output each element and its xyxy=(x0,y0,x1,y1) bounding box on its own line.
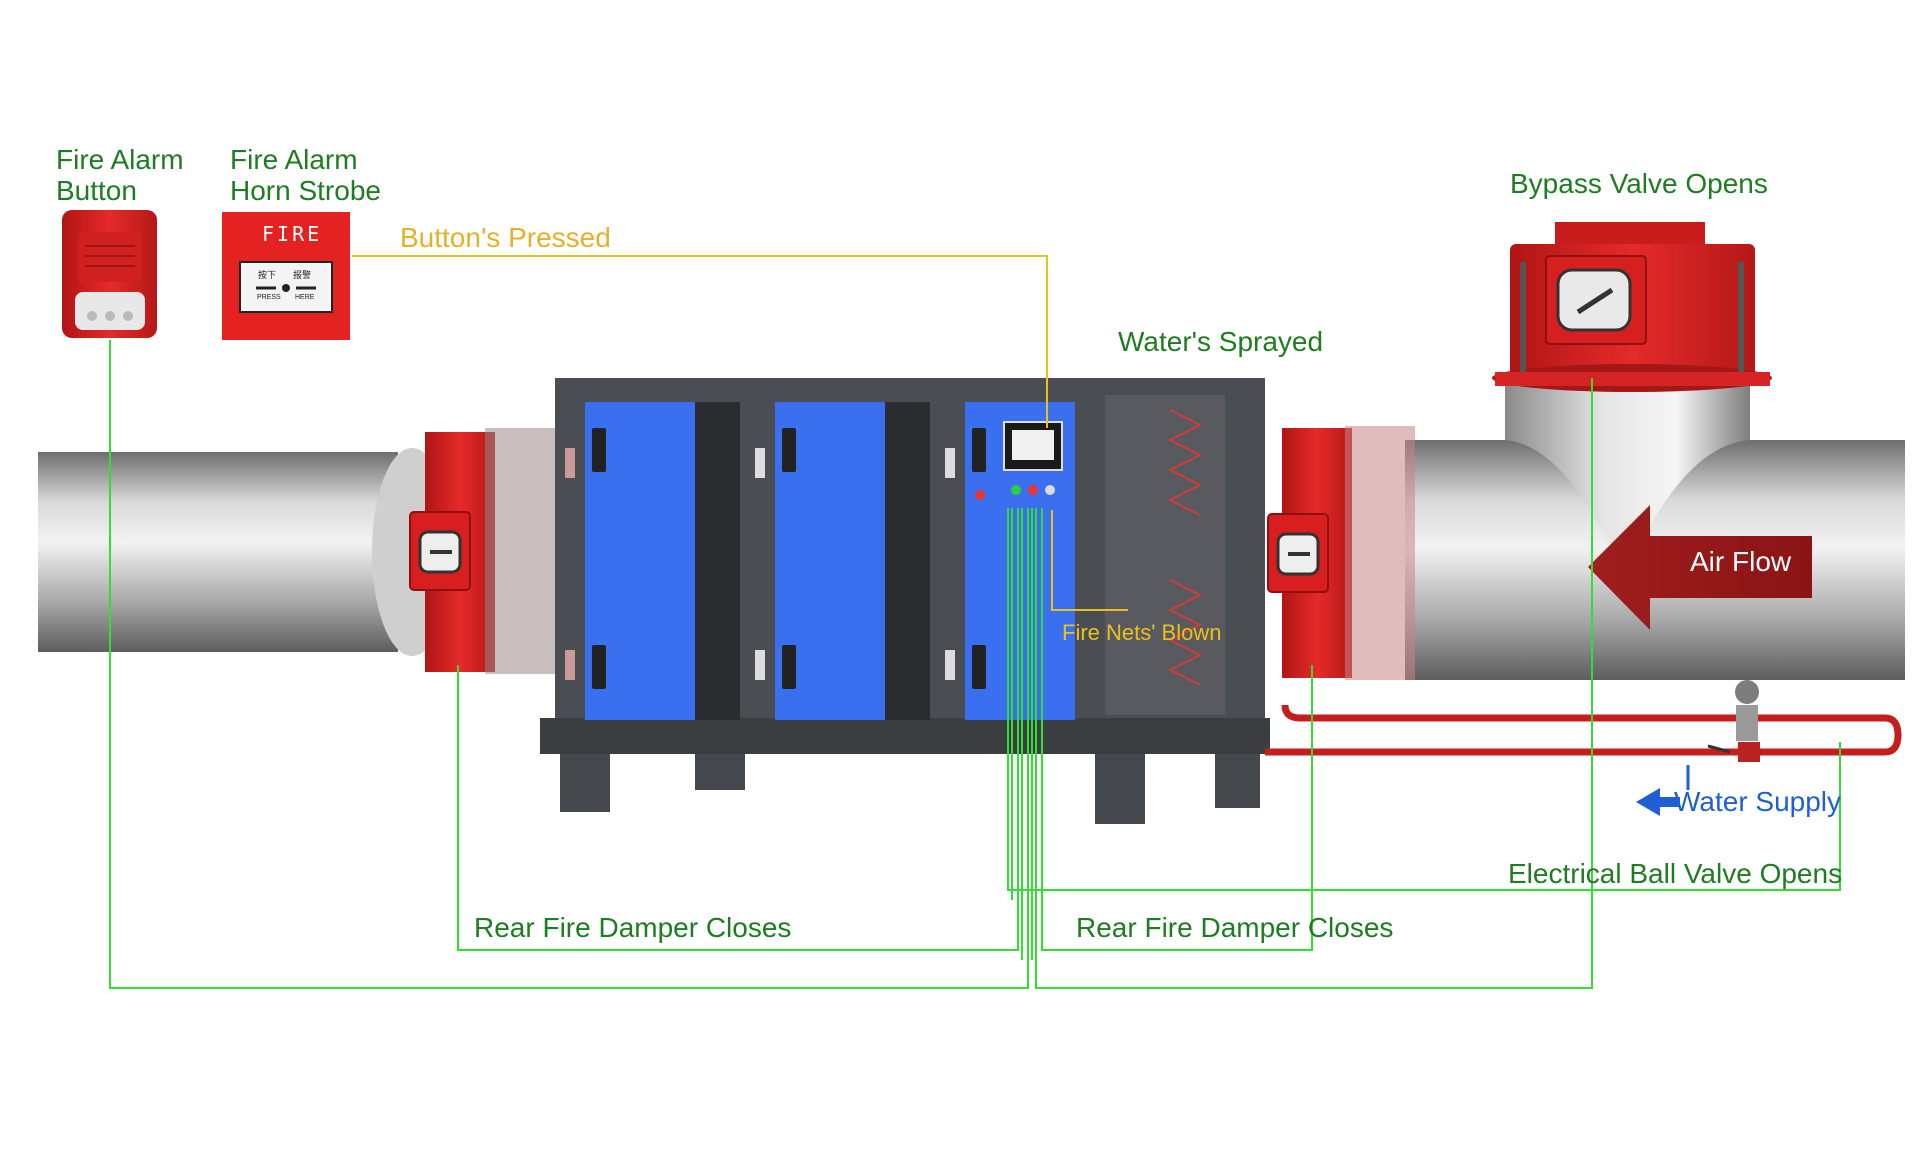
wire-horn-strobe xyxy=(109,340,1029,989)
signal-lines-yellow xyxy=(352,255,1128,611)
mcp-sub-right: 报警 xyxy=(293,271,312,281)
bypass-duct xyxy=(1505,385,1750,545)
label-fire-alarm-horn-strobe: Fire Alarm Horn Strobe xyxy=(230,144,381,206)
wire-fire-nets xyxy=(1051,510,1128,611)
water-pipes xyxy=(1265,680,1902,762)
manual-call-point xyxy=(222,212,350,340)
air-flow-arrow xyxy=(1588,505,1812,630)
horn-strobe-device xyxy=(62,210,157,338)
label-buttons-pressed: Button's Pressed xyxy=(400,222,611,253)
rear-fire-damper xyxy=(1267,426,1415,680)
wire-front-damper xyxy=(457,508,1019,951)
signal-lines xyxy=(109,340,1841,989)
mcp-press: PRESS xyxy=(257,294,281,301)
label-rear-fire-damper-closes-left: Rear Fire Damper Closes xyxy=(474,912,792,943)
label-fire-nets-blown: Fire Nets' Blown xyxy=(1062,620,1222,645)
duct-left xyxy=(38,452,398,652)
wire-rear-damper xyxy=(1041,508,1313,951)
wire-button-pressed xyxy=(352,255,1048,428)
water-supply-arrow xyxy=(1636,765,1690,816)
label-water-supply: Water Supply xyxy=(1674,786,1842,817)
label-fire-alarm-button: Fire Alarm Button xyxy=(56,144,184,206)
label-electrical-ball-valve-opens: Electrical Ball Valve Opens xyxy=(1508,858,1843,889)
front-fire-damper xyxy=(409,428,555,674)
mcp-here: HERE xyxy=(295,294,315,301)
bypass-valve xyxy=(1492,222,1772,392)
label-bypass-valve-opens: Bypass Valve Opens xyxy=(1510,168,1768,199)
wire-bypass-valve xyxy=(1035,378,1593,989)
mcp-fire-text: FIRE xyxy=(262,222,323,246)
wire-ball-valve xyxy=(1007,508,1841,891)
label-air-flow: Air Flow xyxy=(1690,546,1792,577)
purifier-housing xyxy=(540,378,1270,824)
mcp-sub-left: 按下 xyxy=(258,271,277,281)
label-waters-sprayed: Water's Sprayed xyxy=(1118,326,1324,357)
label-rear-fire-damper-closes-right: Rear Fire Damper Closes xyxy=(1076,912,1394,943)
